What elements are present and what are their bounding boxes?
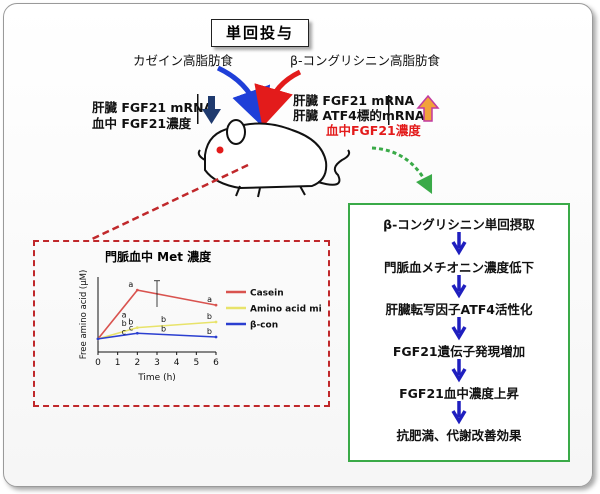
y-axis-label: Free amino acid (μM) [79,270,89,360]
flow-step-intake: β-コングリシニン単回摂取 [383,217,535,232]
page-title: 単回投与 [211,19,309,47]
legend-label: Casein [250,289,284,299]
casein-diet-label: カゼイン高脂肪食 [133,53,234,68]
significance-label: b [207,327,212,336]
x-tick-label: 3 [154,358,160,368]
significance-label: b [207,312,212,321]
data-point [135,288,139,292]
chart-panel [33,240,330,407]
flow-down-arrow [451,401,467,425]
bcon-diet-label: β-コングリシニン高脂肪食 [290,53,440,68]
mouse-to-chart-dashed-line [89,163,249,240]
right-effect-atf4-mrna: 肝臓 ATF4標的mRNA [293,108,425,123]
flow-down-arrow [451,317,467,341]
significance-label: a [128,280,133,289]
significance-label: b [128,318,133,327]
significance-label: c [122,327,126,336]
data-point [214,320,218,324]
left-effect-fgf21-mrna: 肝臓 FGF21 mRNA [92,100,214,115]
x-axis-label: Time (h) [137,373,176,383]
x-tick-label: 5 [193,358,199,368]
x-tick-label: 2 [134,358,140,368]
mouse-illustration [197,119,351,198]
flow-step-atf4: 肝臓転写因子ATF4活性化 [385,302,533,317]
data-point [214,303,218,307]
significance-label: b [122,319,127,328]
right-effect-fgf21-mrna: 肝臓 FGF21 mRNA [293,93,415,108]
top-illustration [89,65,440,240]
x-tick-label: 4 [174,358,180,368]
down-arrow-icon [197,94,221,124]
legend-label: β-con [250,321,278,331]
up-arrow-icon [388,94,440,125]
significance-label: c [129,323,133,332]
x-tick-label: 0 [95,358,101,368]
flow-down-arrow [451,232,467,256]
significance-label: b [161,324,166,333]
flow-step-methionine: 門脈血メチオニン濃度低下 [383,260,534,275]
left-effect-fgf21-blood: 血中 FGF21濃度 [92,116,192,131]
casein-arrow [216,65,271,129]
flow-down-arrow [451,359,467,383]
chart-title: 門脈血中 Met 濃度 [105,250,212,264]
mechanism-flow-box: β-コングリシニン単回摂取 門脈血メチオニン濃度低下 肝臓転写因子ATF4活性化… [348,203,570,462]
legend-label: Amino acid mix. [250,305,322,315]
data-point [214,335,218,339]
bcon-arrow [254,69,302,128]
x-tick-label: 1 [115,358,121,368]
data-point [96,337,100,341]
flow-down-arrow [451,275,467,299]
significance-label: a [122,311,127,320]
data-point [135,326,139,330]
x-tick-label: 6 [213,358,219,368]
flow-step-fgf21-blood: FGF21血中濃度上昇 [399,386,519,401]
flow-step-fgf21-gene: FGF21遺伝子発現増加 [392,344,526,359]
right-effect-fgf21-blood: 血中FGF21濃度 [326,123,421,138]
significance-label: b [161,315,166,324]
flow-arrows [451,232,467,425]
data-point [135,331,139,335]
mouse-to-flow-arrow [371,146,433,195]
flow-step-effect: 抗肥満、代謝改善効果 [396,428,522,443]
significance-label: a [207,295,212,304]
